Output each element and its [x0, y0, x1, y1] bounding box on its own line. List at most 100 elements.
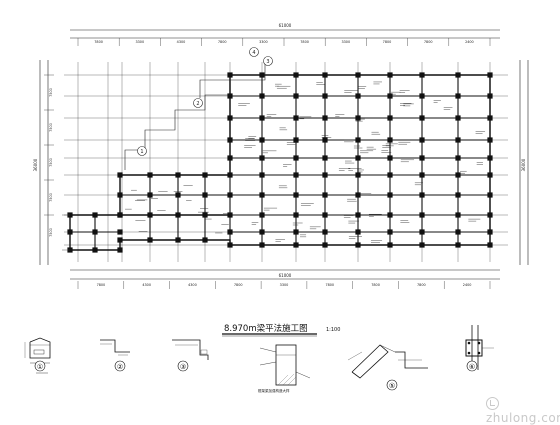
column	[227, 242, 233, 248]
column	[147, 192, 153, 198]
column	[117, 212, 123, 218]
column	[487, 72, 493, 78]
beam-annotations	[125, 81, 486, 243]
column	[455, 192, 461, 198]
section-label: ②	[117, 363, 123, 371]
column-grid	[67, 72, 493, 253]
span-dimension: 7500	[49, 193, 53, 202]
span-dimension: 7500	[49, 123, 53, 132]
column	[387, 229, 393, 235]
column	[455, 172, 461, 178]
span-dimension: 2400	[463, 283, 472, 287]
column	[355, 72, 361, 78]
column	[67, 229, 73, 235]
column	[227, 192, 233, 198]
detail-3-marker	[177, 360, 189, 372]
column	[117, 172, 123, 178]
column	[487, 229, 493, 235]
column	[293, 115, 299, 121]
column	[117, 247, 123, 253]
column	[487, 172, 493, 178]
column	[202, 172, 208, 178]
column	[355, 155, 361, 161]
grid-marker-label: 1	[140, 149, 143, 155]
column	[387, 212, 393, 218]
column	[227, 72, 233, 78]
span-dimension: 3300	[135, 40, 144, 44]
column	[92, 212, 98, 218]
column	[322, 229, 328, 235]
section-label: ③	[180, 363, 186, 371]
column	[227, 115, 233, 121]
dimension-left-total: 36000	[33, 158, 38, 171]
column	[227, 155, 233, 161]
column	[355, 242, 361, 248]
column	[487, 192, 493, 198]
detail-4-caption: 框架梁加强构造大样	[258, 388, 290, 393]
column	[387, 155, 393, 161]
grid-marker-label: 2	[196, 101, 199, 107]
column	[293, 137, 299, 143]
column	[387, 93, 393, 99]
span-dimension: 7800	[383, 40, 392, 44]
column	[175, 212, 181, 218]
column	[175, 192, 181, 198]
span-dimension: 7500	[49, 228, 53, 237]
column	[419, 93, 425, 99]
span-dimension: 4300	[177, 40, 186, 44]
column	[387, 72, 393, 78]
column	[259, 192, 265, 198]
column	[387, 242, 393, 248]
detail-5	[347, 344, 428, 379]
building-outline	[69, 74, 491, 251]
column	[419, 137, 425, 143]
detail-2	[100, 339, 130, 356]
column	[293, 93, 299, 99]
watermark: zhulong.com	[486, 397, 560, 425]
column	[419, 242, 425, 248]
column	[147, 237, 153, 243]
left-small-dims	[62, 214, 70, 251]
span-dimension: 7500	[49, 158, 53, 167]
column	[322, 137, 328, 143]
column	[259, 172, 265, 178]
column	[487, 115, 493, 121]
detail-1	[24, 337, 51, 374]
column	[117, 192, 123, 198]
column	[419, 155, 425, 161]
column	[387, 192, 393, 198]
column	[259, 155, 265, 161]
column	[387, 137, 393, 143]
column	[92, 229, 98, 235]
column	[227, 93, 233, 99]
span-dimension: 7800	[218, 40, 227, 44]
column	[202, 192, 208, 198]
column	[455, 242, 461, 248]
column	[117, 229, 123, 235]
column	[355, 229, 361, 235]
column	[322, 242, 328, 248]
span-dimension: 7800	[417, 283, 426, 287]
column	[227, 137, 233, 143]
span-dimension: 7800	[300, 40, 309, 44]
grid-marker-labels: 1 2 3 4	[140, 50, 269, 155]
span-dimension: 7800	[325, 283, 334, 287]
column	[355, 172, 361, 178]
column	[293, 229, 299, 235]
column	[355, 212, 361, 218]
grid-markers	[137, 47, 273, 156]
drawing-title: 8.970m梁平法施工图	[224, 323, 308, 334]
column	[175, 237, 181, 243]
beam-grid	[70, 74, 491, 250]
column	[419, 192, 425, 198]
column	[419, 172, 425, 178]
drawing-scale: 1:100	[326, 327, 340, 333]
detail-4	[259, 344, 311, 386]
zhulong-logo-icon	[486, 397, 499, 410]
span-dimension: 4300	[142, 283, 151, 287]
section-label: ⑥	[469, 363, 475, 371]
span-dimension: 2400	[465, 40, 474, 44]
column	[117, 237, 123, 243]
